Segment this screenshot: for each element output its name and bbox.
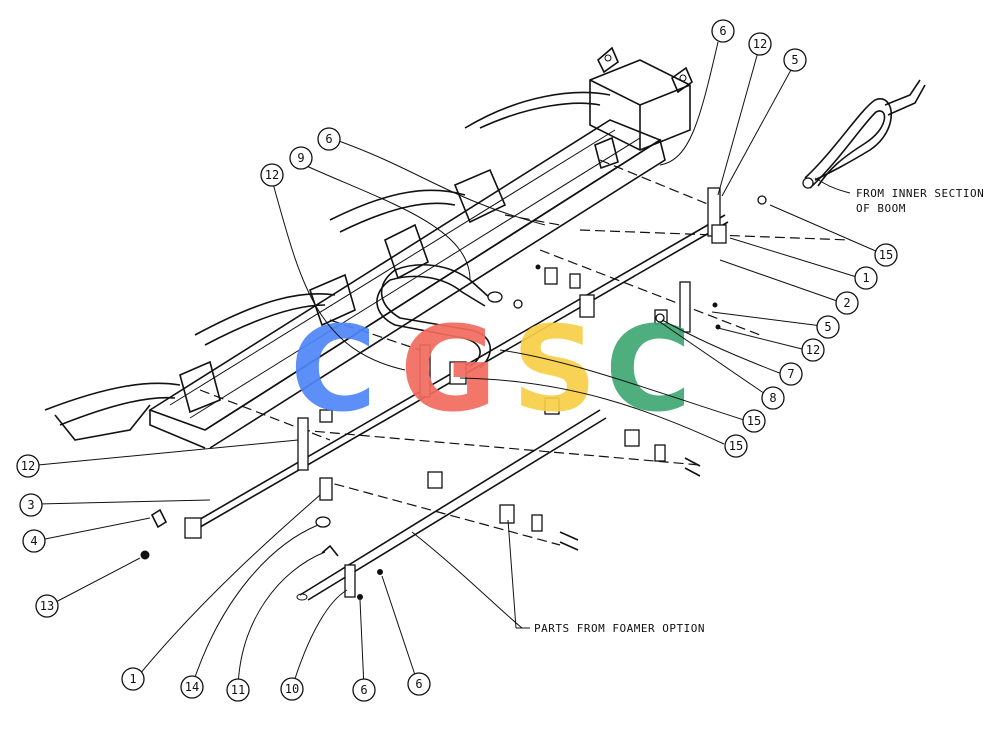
callout-13: 13	[35, 594, 59, 618]
callout-12: 12	[748, 32, 772, 56]
callout-10: 10	[280, 677, 304, 701]
svg-text:12: 12	[21, 459, 35, 473]
svg-text:15: 15	[729, 439, 743, 453]
callout-12: 12	[801, 338, 825, 362]
leader-lines	[37, 41, 879, 689]
svg-text:13: 13	[40, 599, 54, 613]
svg-text:6: 6	[360, 683, 367, 697]
boom-end-bracket	[589, 46, 693, 151]
logo-letter-g: G	[400, 300, 497, 438]
svg-text:10: 10	[285, 682, 299, 696]
note-of-boom: OF BOOM	[856, 202, 906, 215]
svg-text:12: 12	[753, 37, 767, 51]
svg-text:4: 4	[30, 534, 37, 548]
callout-1: 1	[854, 266, 878, 290]
callout-11: 11	[226, 678, 250, 702]
svg-text:2: 2	[843, 296, 850, 310]
note-inner-section: FROM INNER SECTION	[856, 187, 984, 200]
svg-text:5: 5	[791, 53, 798, 67]
callout-12: 12	[260, 163, 284, 187]
note-foamer-option: PARTS FROM FOAMER OPTION	[534, 622, 705, 635]
callout-2: 2	[835, 291, 859, 315]
callout-bubbles: 6 12 5 6 9 12 15 1 2 5 12 7 8 15 15 12 3…	[16, 19, 898, 702]
hose-loop	[376, 79, 926, 369]
assembly-dashed-lines	[199, 159, 851, 546]
callout-6: 6	[317, 127, 341, 151]
boom-beam	[148, 119, 666, 449]
callout-6: 6	[352, 678, 376, 702]
callout-14: 14	[180, 675, 204, 699]
callout-5: 5	[783, 48, 807, 72]
callout-15: 15	[742, 409, 766, 433]
logo-letter-c2: C	[605, 300, 692, 438]
svg-text:15: 15	[879, 248, 893, 262]
callout-12: 12	[16, 454, 40, 478]
beam-collars	[179, 136, 619, 414]
cgsc-watermark-logo: C G S C	[290, 300, 692, 438]
svg-text:8: 8	[769, 391, 776, 405]
svg-text:9: 9	[297, 151, 304, 165]
svg-text:3: 3	[27, 498, 34, 512]
svg-text:11: 11	[231, 683, 245, 697]
callout-1: 1	[121, 667, 145, 691]
svg-text:1: 1	[862, 271, 869, 285]
nozzle-assemblies	[140, 187, 767, 600]
callout-3: 3	[19, 493, 43, 517]
svg-text:12: 12	[265, 168, 279, 182]
svg-text:6: 6	[415, 677, 422, 691]
svg-text:5: 5	[824, 320, 831, 334]
svg-text:14: 14	[185, 680, 199, 694]
svg-text:7: 7	[787, 367, 794, 381]
callout-8: 8	[761, 386, 785, 410]
callout-9: 9	[289, 146, 313, 170]
callout-15: 15	[724, 434, 748, 458]
callout-4: 4	[22, 529, 46, 553]
svg-text:15: 15	[747, 414, 761, 428]
callout-15: 15	[874, 243, 898, 267]
callout-5: 5	[816, 315, 840, 339]
drawing-notes: FROM INNER SECTION OF BOOM PARTS FROM FO…	[534, 187, 984, 635]
callout-6: 6	[407, 672, 431, 696]
callout-6: 6	[711, 19, 735, 43]
svg-text:1: 1	[129, 672, 136, 686]
logo-letter-c1: C	[290, 300, 377, 438]
svg-text:6: 6	[325, 132, 332, 146]
svg-text:6: 6	[719, 24, 726, 38]
svg-text:12: 12	[806, 343, 820, 357]
callout-7: 7	[779, 362, 803, 386]
